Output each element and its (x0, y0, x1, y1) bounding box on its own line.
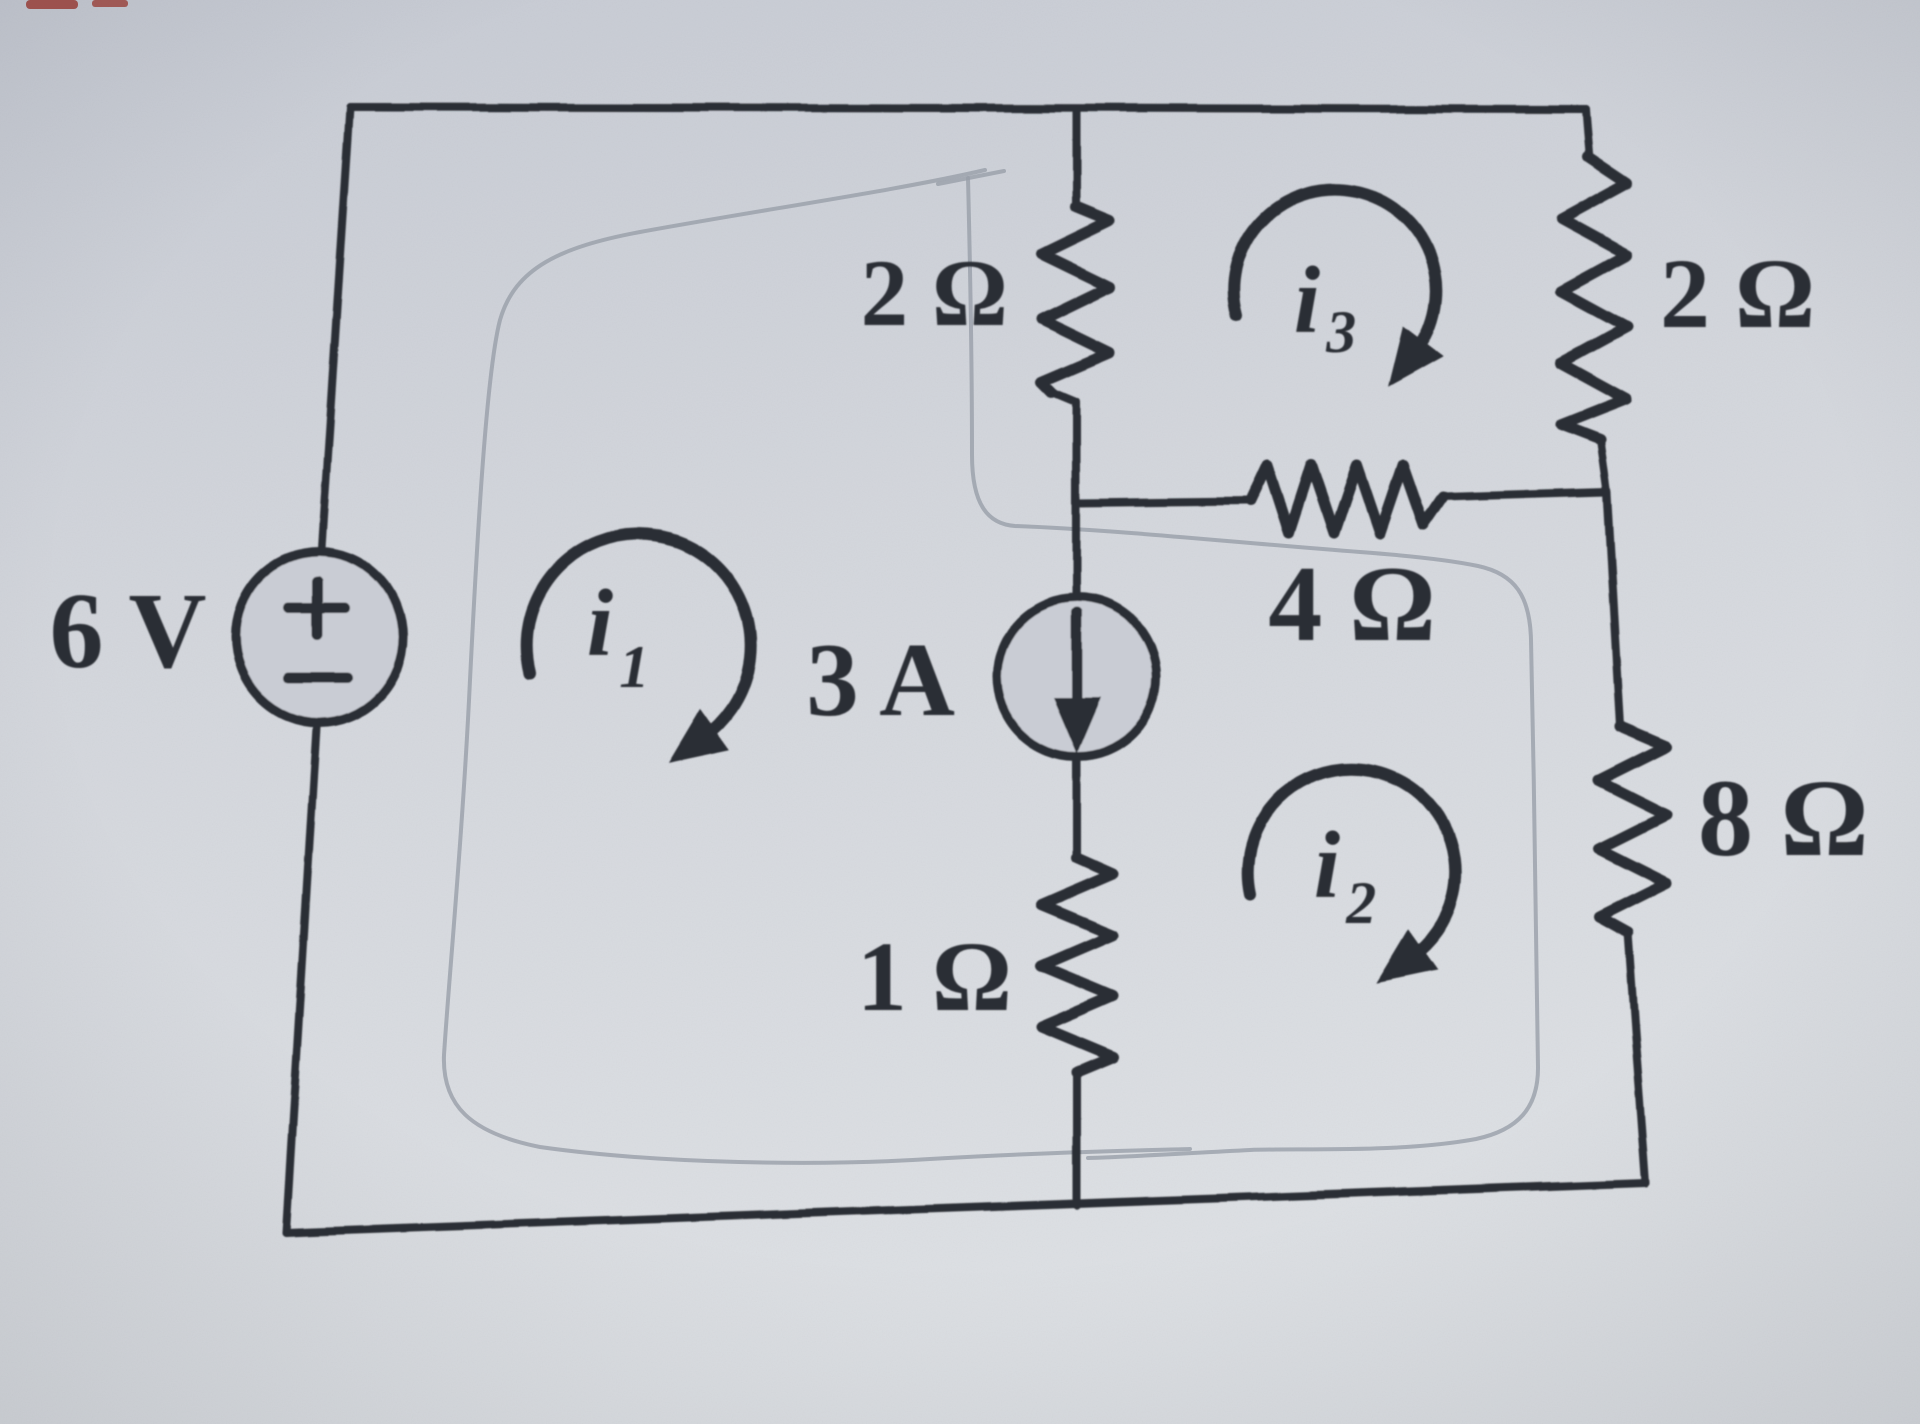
circuit-photo: 6 V 2 Ω 2 Ω 4 Ω 3 A 1 Ω 8 Ω i1 i3 i2 (0, 0, 1920, 1424)
photo-vignette (0, 0, 1920, 1424)
photo-stage: 6 V 2 Ω 2 Ω 4 Ω 3 A 1 Ω 8 Ω i1 i3 i2 (0, 0, 1920, 1424)
